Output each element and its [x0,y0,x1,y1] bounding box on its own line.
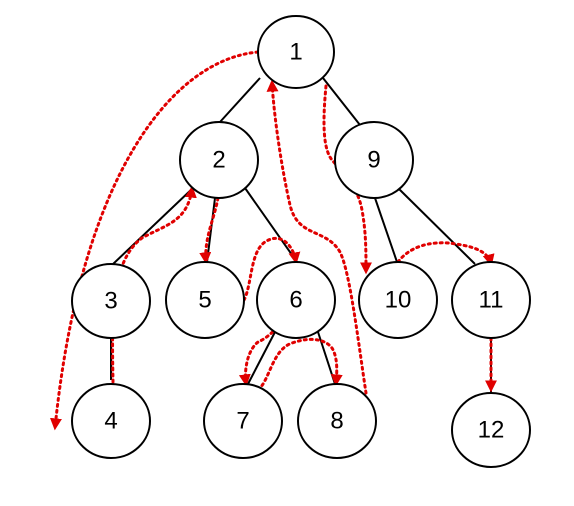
edge-9-11 [397,187,476,265]
node-label: 12 [478,417,505,444]
node-label: 6 [289,287,302,314]
node-4: 4 [71,383,151,459]
edge-6-7 [247,331,276,385]
node-label: 8 [330,408,343,435]
traversal-arrow-10-to-11 [396,241,495,267]
node-6: 6 [256,261,336,339]
node-label: 3 [104,288,117,315]
node-label: 2 [212,147,225,174]
node-label: 9 [367,147,380,174]
edge-2-5 [206,197,216,263]
node-label: 4 [104,408,117,435]
node-label: 11 [479,287,504,314]
traversal-arrow-2-to-5 [199,196,220,265]
node-9: 9 [334,121,414,199]
traversal-arrows [49,50,497,431]
node-2: 2 [179,121,259,199]
node-1: 1 [257,15,335,89]
traversal-arrow-5-to-6 [242,236,301,302]
edge-2-6 [244,187,298,263]
edge-1-9 [322,77,361,126]
node-11: 11 [451,261,531,339]
tree-edges [110,77,492,392]
node-label: 5 [198,287,211,314]
node-label: 10 [385,287,412,314]
node-3: 3 [71,263,151,339]
traversal-arrow-1-to-4 [49,50,260,431]
node-5: 5 [165,261,245,339]
node-label: 7 [236,408,249,435]
node-8: 8 [297,383,377,459]
node-7: 7 [203,383,283,459]
edge-2-3 [111,187,194,266]
edge-6-8 [317,331,336,385]
tree-nodes: 1 2 9 3 5 6 10 11 [71,15,531,468]
node-label: 1 [289,39,302,66]
node-10: 10 [358,261,438,339]
traversal-arrow-7-to-8 [256,337,343,392]
traversal-arrow-8-to-1 [266,79,368,395]
edge-9-10 [374,197,398,263]
edge-1-2 [219,77,261,123]
node-12: 12 [451,392,531,468]
